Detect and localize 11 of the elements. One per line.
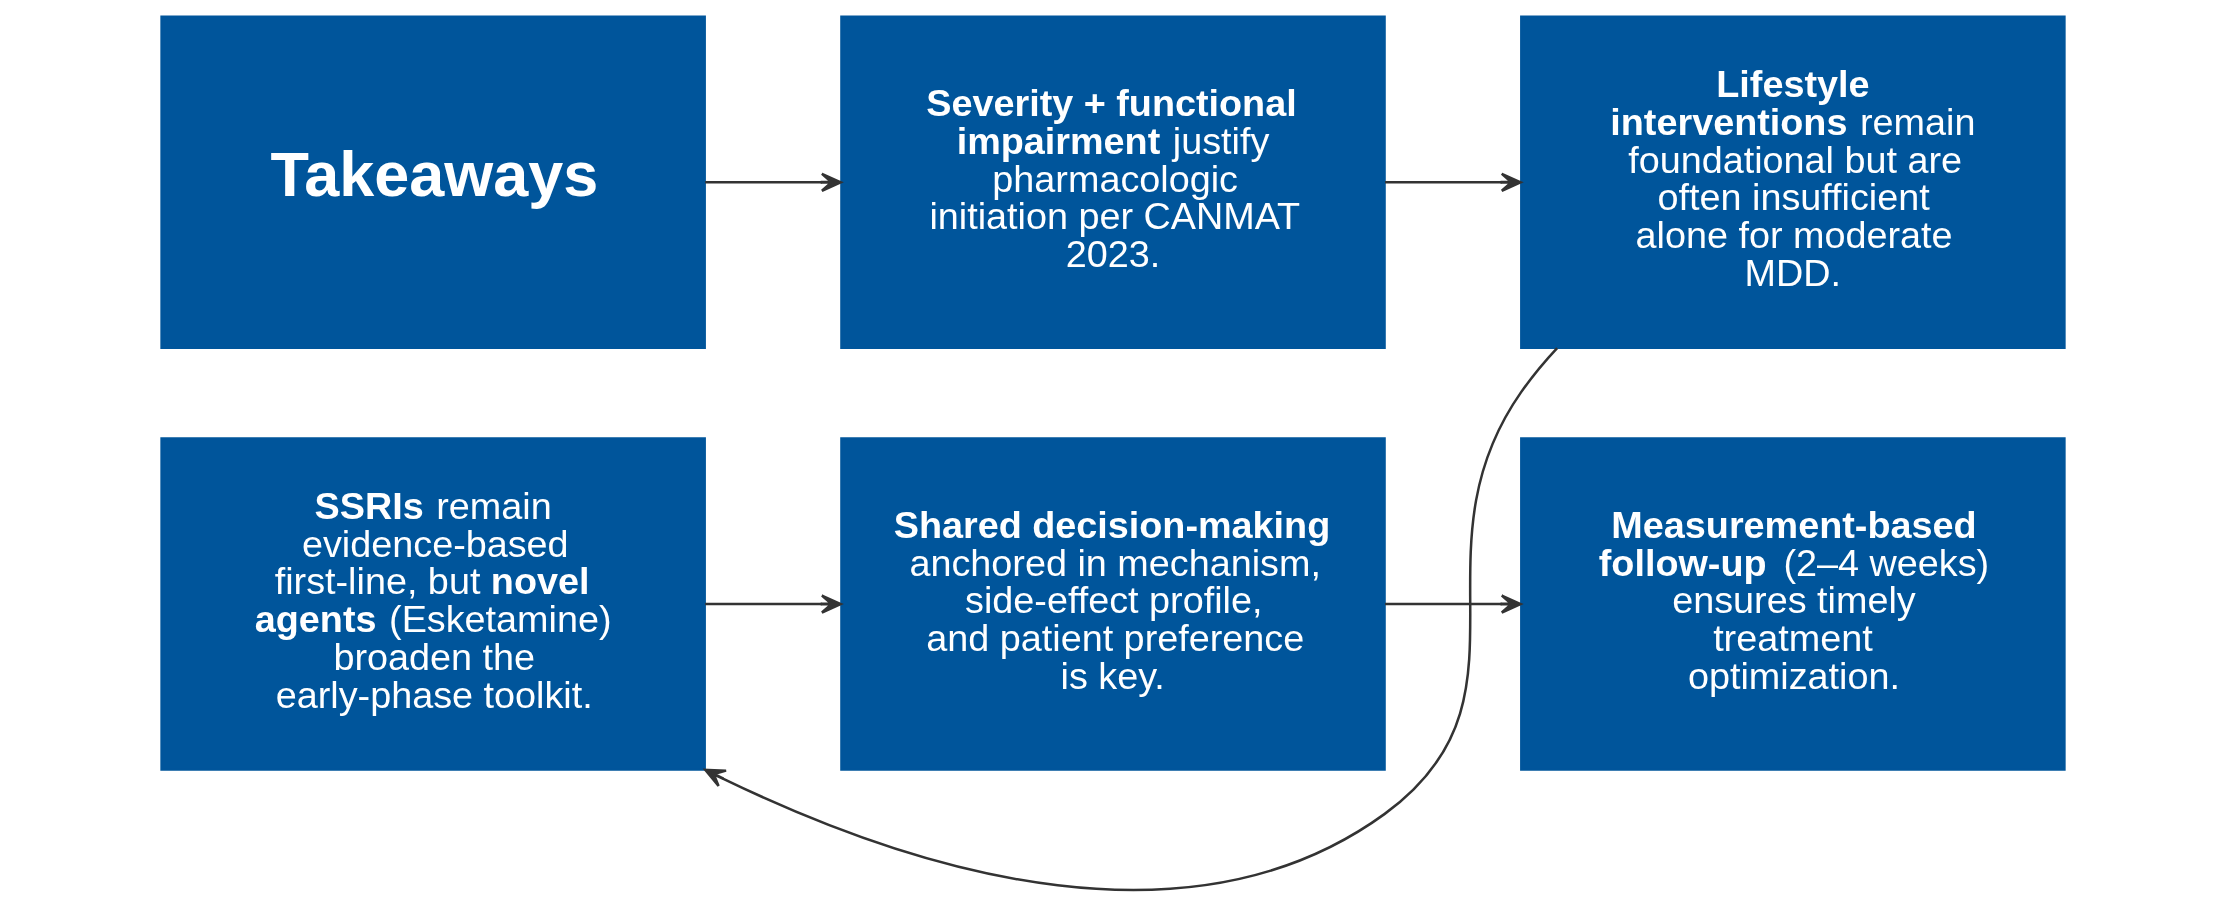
arrow	[705, 172, 843, 193]
node-box: Measurement-based follow-up (2–4 weeks) ensures timely treatment optimization.	[1520, 437, 2066, 771]
arrow	[1385, 172, 1522, 193]
node-box: Severity + functional impairment justify pharmacologic initiation per CANMAT 2023.	[840, 15, 1386, 350]
arrow	[705, 594, 843, 614]
node-box: Lifestyle interventions remain foundational but are often insufficient alone for moderate MDD.	[1520, 15, 2066, 350]
arrow	[1385, 594, 1522, 614]
arrow	[704, 347, 1559, 891]
node-box: Takeaways	[160, 15, 706, 350]
node-box: Shared decision-making anchored in mechanism, side-effect profile, and patient preference is key.	[840, 437, 1386, 771]
node-box: SSRIs remain evidence-based first-line, but novel agents (Esketamine) broaden the early-phase toolkit.	[160, 437, 706, 771]
